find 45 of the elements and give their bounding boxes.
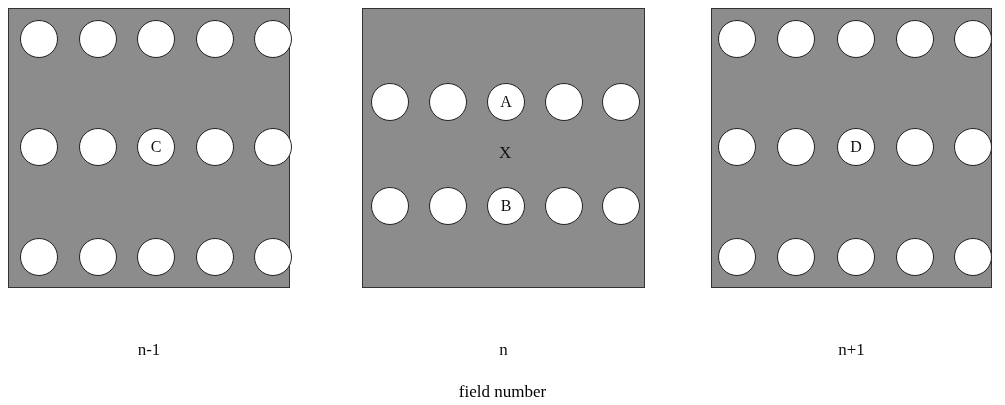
pixel-circle xyxy=(718,238,756,276)
pixel-circle xyxy=(429,83,467,121)
pixel-circle xyxy=(196,238,234,276)
pixel-circle xyxy=(954,20,992,58)
pixel-circle xyxy=(896,128,934,166)
pixel-circle xyxy=(896,20,934,58)
pixel-circle: A xyxy=(487,83,525,121)
pixel-circle xyxy=(254,238,292,276)
pixel-circle xyxy=(79,20,117,58)
pixel-circle xyxy=(79,238,117,276)
pixel-circle xyxy=(718,20,756,58)
pixel-circle: D xyxy=(837,128,875,166)
pixel-circle xyxy=(837,238,875,276)
pixel-circle xyxy=(20,20,58,58)
pixel-circle xyxy=(777,128,815,166)
pixel-circle xyxy=(20,238,58,276)
pixel-circle xyxy=(371,83,409,121)
pixel-marker: X xyxy=(499,143,512,163)
pixel-circle xyxy=(196,128,234,166)
pixel-circle xyxy=(954,238,992,276)
pixel-circle xyxy=(429,187,467,225)
field-label: n+1 xyxy=(838,340,865,360)
pixel-circle xyxy=(837,20,875,58)
pixel-circle: C xyxy=(137,128,175,166)
field-label: n xyxy=(499,340,508,360)
pixel-circle xyxy=(896,238,934,276)
pixel-circle xyxy=(20,128,58,166)
pixel-circle xyxy=(79,128,117,166)
axis-caption: field number xyxy=(458,382,547,402)
pixel-circle xyxy=(254,128,292,166)
pixel-circle xyxy=(602,83,640,121)
pixel-circle xyxy=(954,128,992,166)
pixel-circle: B xyxy=(487,187,525,225)
pixel-circle xyxy=(254,20,292,58)
pixel-circle xyxy=(777,238,815,276)
pixel-circle xyxy=(545,187,583,225)
pixel-circle xyxy=(602,187,640,225)
field-label: n-1 xyxy=(137,340,161,360)
pixel-circle xyxy=(137,20,175,58)
pixel-circle xyxy=(545,83,583,121)
pixel-circle xyxy=(777,20,815,58)
pixel-circle xyxy=(718,128,756,166)
pixel-circle xyxy=(371,187,409,225)
pixel-circle xyxy=(196,20,234,58)
pixel-circle xyxy=(137,238,175,276)
